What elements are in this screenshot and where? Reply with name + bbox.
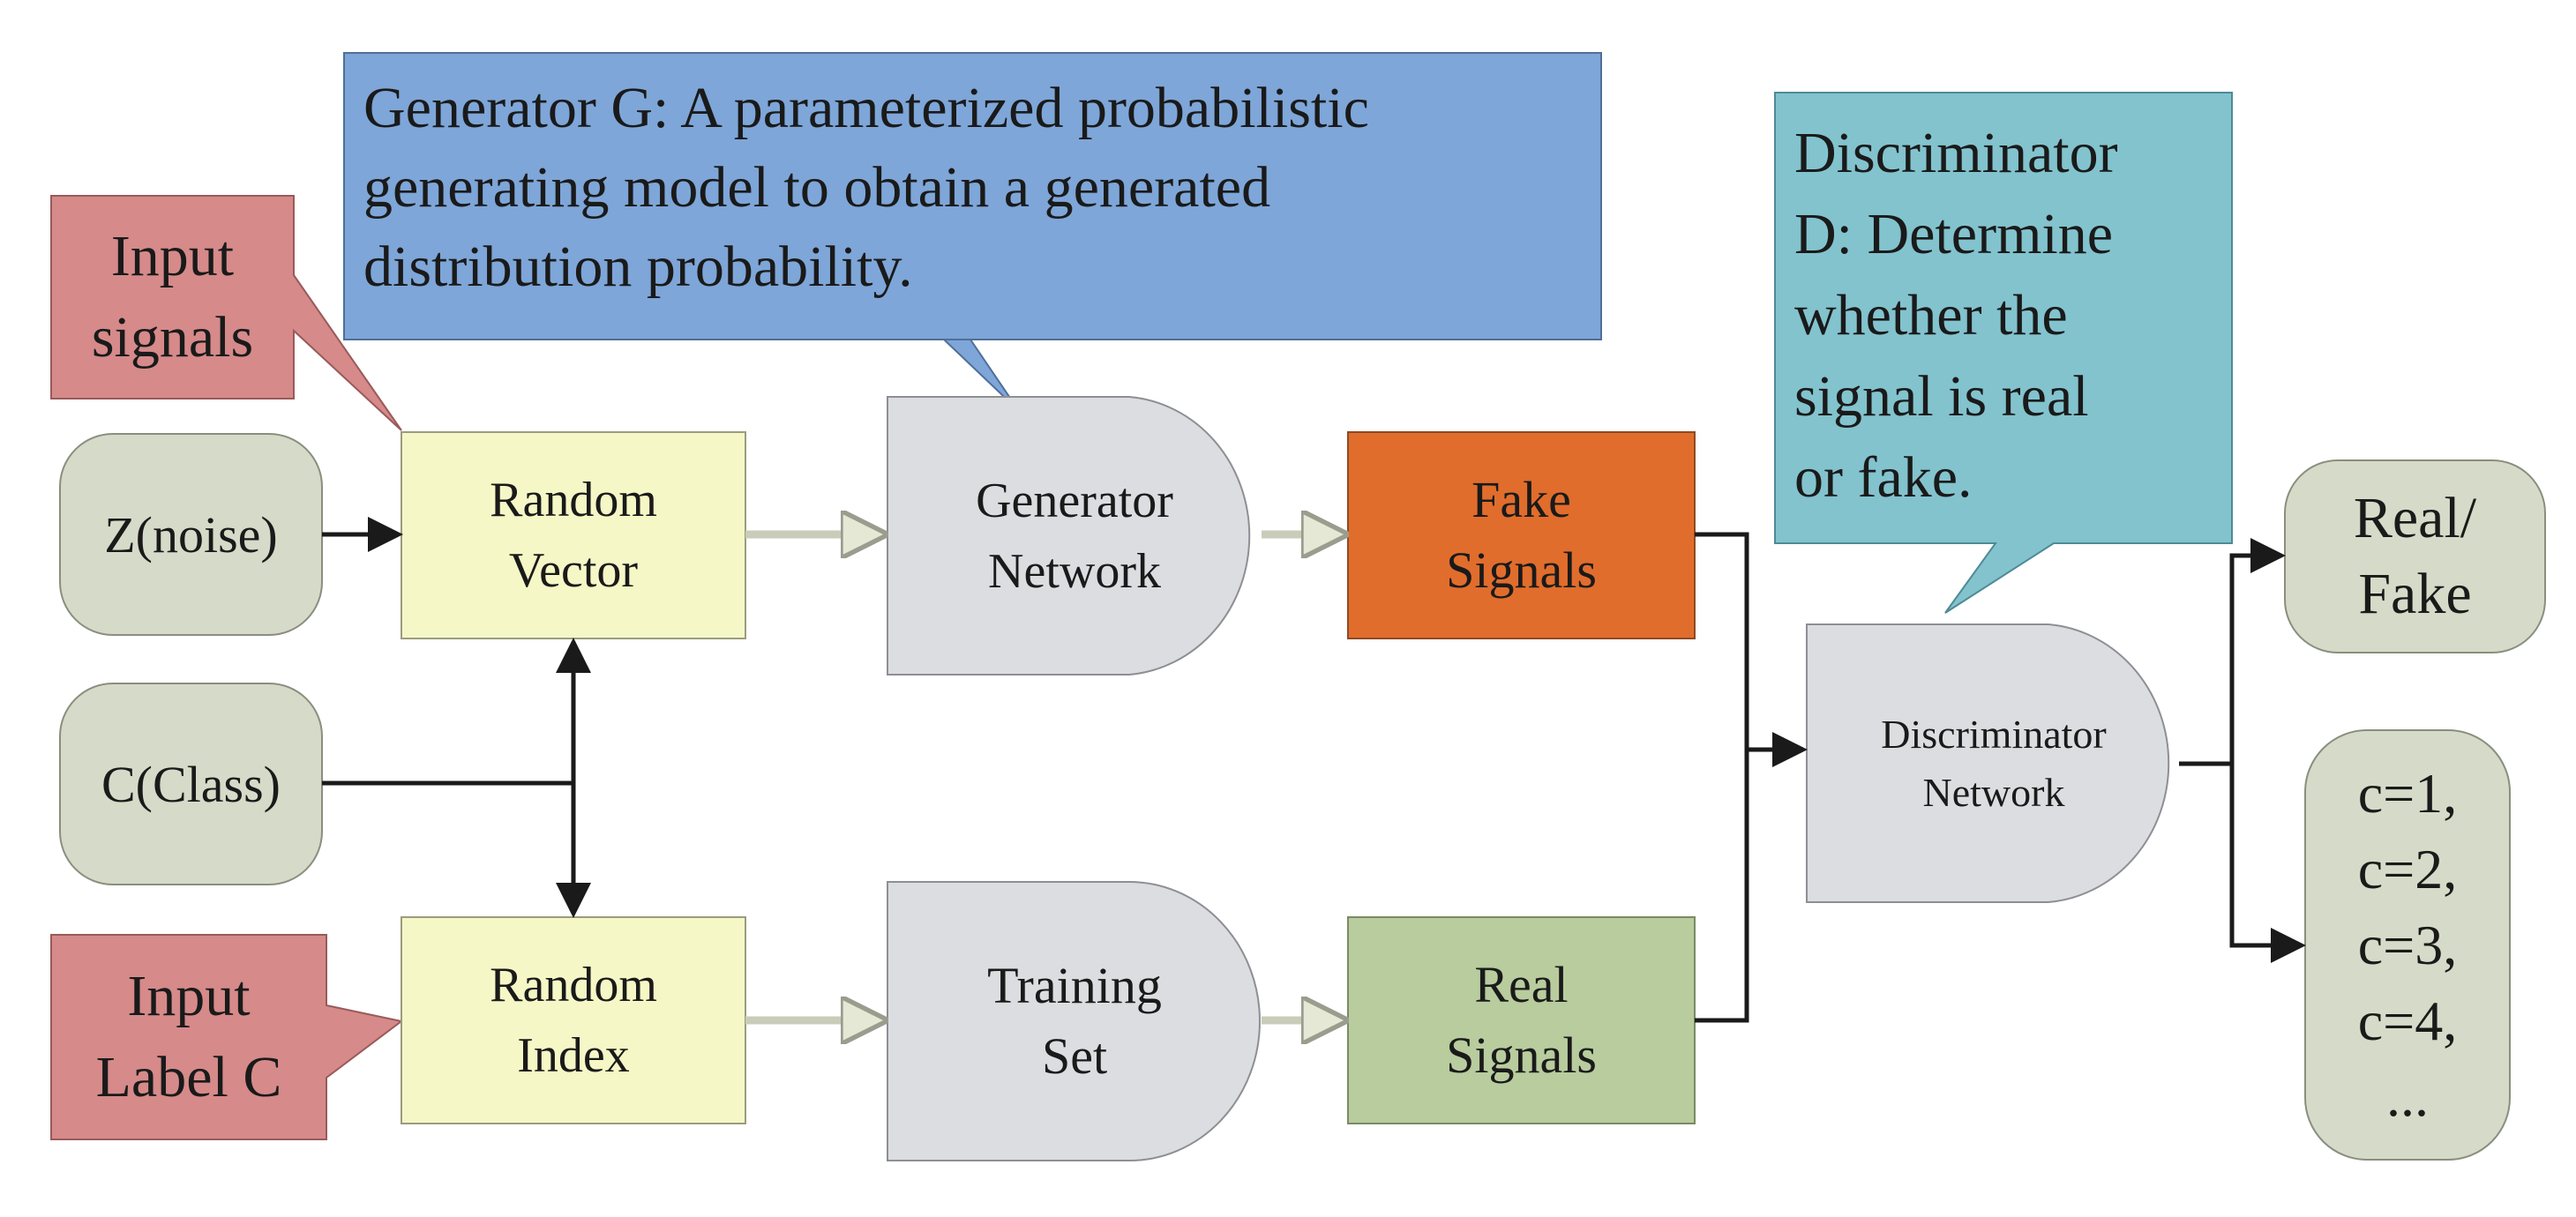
fake-signals-label: Fake — [1471, 471, 1571, 528]
random-index-node: Random Index — [401, 917, 745, 1124]
generator-network-node: Generator Network — [887, 397, 1262, 675]
input-label-callout-shape — [50, 934, 404, 1140]
real-fake-label: Real/ — [2353, 486, 2477, 550]
generator-network-label: Network — [988, 543, 1161, 599]
class-item: ... — [2386, 1064, 2429, 1128]
generator-callout-line: generating model to obtain a generated — [363, 155, 1271, 220]
real-signals-node: Real Signals — [1348, 917, 1695, 1124]
random-index-box-shape — [401, 916, 746, 1124]
discriminator-callout-text: Discriminator D: Determine whether the s… — [1775, 113, 2232, 519]
input-signals-line: Input — [110, 224, 235, 288]
real-fake-label: Fake — [2358, 562, 2472, 626]
generator-callout-line: Generator G: A parameterized probabilist… — [363, 76, 1369, 140]
discriminator-callout-line: signal is real — [1794, 364, 2089, 429]
c-class-node: C(Class) — [60, 683, 322, 885]
discriminator-network-label: Network — [1922, 769, 2065, 815]
discriminator-callout-line: whether the — [1794, 283, 2068, 347]
random-vector-label: Vector — [508, 543, 639, 598]
to-real-fake-arrow — [2229, 538, 2286, 764]
training-set-label: Set — [1041, 1027, 1108, 1085]
class-item: c=1, — [2357, 761, 2458, 825]
classes-node: c=1, c=2, c=3, c=4, ... — [2305, 730, 2510, 1160]
class-item: c=3, — [2357, 913, 2458, 976]
real-fake-node: Real/ Fake — [2285, 460, 2545, 653]
discriminator-callout-line: D: Determine — [1794, 202, 2114, 266]
real-signals-label: Real — [1474, 956, 1569, 1013]
random-vector-label: Random — [490, 473, 657, 527]
generator-network-shape — [887, 396, 1251, 676]
generator-network-label: Generator — [976, 473, 1173, 528]
z-noise-node: Z(noise) — [60, 434, 322, 635]
generator-callout-text: Generator G: A parameterized probabilist… — [344, 69, 1601, 307]
fake-signals-box-shape — [1347, 431, 1696, 639]
class-item: c=2, — [2357, 837, 2458, 900]
input-label-callout-text: Input Label C — [51, 935, 326, 1139]
random-vector-node: Random Vector — [401, 432, 745, 638]
discriminator-callout-line: Discriminator — [1794, 121, 2118, 185]
input-signals-line: signals — [91, 305, 254, 370]
generator-callout-shape — [343, 52, 1602, 412]
z-noise-label: Z(noise) — [104, 505, 278, 564]
input-label-line: Label C — [95, 1045, 282, 1109]
discriminator-network-label: Discriminator — [1881, 711, 2107, 757]
fake-to-merge-line — [1695, 532, 1749, 1023]
c-class-label: C(Class) — [101, 755, 281, 813]
discriminator-network-node: Discriminator Network — [1807, 624, 2181, 902]
to-classes-arrow — [2229, 764, 2306, 963]
input-label-line: Input — [127, 964, 251, 1028]
input-signals-callout-shape — [50, 195, 402, 431]
discriminator-callout-shape — [1774, 92, 2233, 614]
real-signals-box-shape — [1347, 916, 1696, 1124]
training-set-node: Training Set — [887, 882, 1262, 1161]
fake-signals-label: Signals — [1446, 541, 1597, 599]
training-set-shape — [887, 881, 1261, 1161]
training-set-label: Training — [987, 957, 1162, 1014]
class-item: c=4, — [2357, 989, 2458, 1052]
random-index-label: Index — [517, 1028, 630, 1083]
discriminator-callout-line: or fake. — [1794, 445, 1973, 510]
real-signals-label: Signals — [1446, 1027, 1597, 1084]
random-index-label: Random — [490, 958, 657, 1012]
discriminator-network-shape — [1806, 623, 2170, 903]
fake-signals-node: Fake Signals — [1348, 432, 1695, 638]
input-signals-callout-text: Input signals — [51, 196, 294, 399]
generator-callout-line: distribution probability. — [363, 235, 913, 299]
